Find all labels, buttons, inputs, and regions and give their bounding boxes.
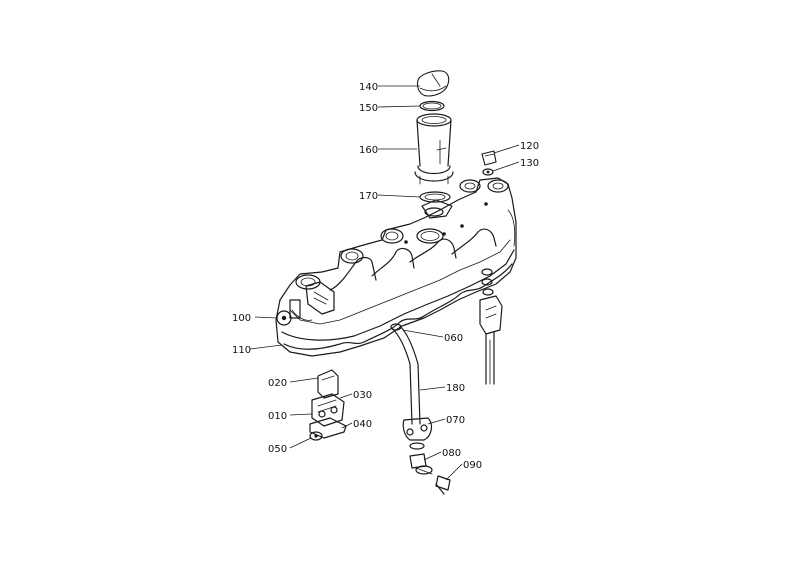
callout-040: 040 bbox=[353, 419, 372, 430]
right-end-bolt-stack bbox=[479, 268, 503, 385]
part-130-washer bbox=[482, 168, 494, 176]
callout-130: 130 bbox=[520, 158, 539, 169]
part-150-o-ring bbox=[419, 100, 445, 112]
callout-170: 170 bbox=[359, 191, 378, 202]
part-160-filler-pipe bbox=[414, 113, 454, 185]
callout-120: 120 bbox=[520, 141, 539, 152]
part-180-breather-hose bbox=[390, 323, 433, 441]
callout-150: 150 bbox=[359, 103, 378, 114]
part-080-hose-clamp bbox=[409, 453, 433, 475]
callout-020: 020 bbox=[268, 378, 287, 389]
callout-labels: 140 150 160 170 120 130 100 110 060 020 … bbox=[232, 82, 539, 471]
callout-060: 060 bbox=[444, 333, 463, 344]
callout-080: 080 bbox=[442, 448, 461, 459]
part-120-plug bbox=[481, 150, 497, 166]
part-050-nut bbox=[309, 431, 323, 441]
callout-160: 160 bbox=[359, 145, 378, 156]
callout-010: 010 bbox=[268, 411, 287, 422]
callout-100: 100 bbox=[232, 313, 251, 324]
part-090-bolt bbox=[435, 475, 451, 495]
part-040-plate bbox=[309, 417, 347, 439]
callout-140: 140 bbox=[359, 82, 378, 93]
leader-lines bbox=[249, 85, 520, 481]
part-140-oil-filler-cap bbox=[416, 70, 450, 97]
part-070-clamp bbox=[409, 442, 425, 450]
callout-090: 090 bbox=[463, 460, 482, 471]
callout-110: 110 bbox=[232, 345, 251, 356]
callout-050: 050 bbox=[268, 444, 287, 455]
callout-030: 030 bbox=[353, 390, 372, 401]
part-030-010-body bbox=[311, 393, 345, 427]
cylinder-head-cover bbox=[275, 177, 517, 357]
part-020-bracket bbox=[317, 369, 339, 399]
callout-070: 070 bbox=[446, 415, 465, 426]
callout-180: 180 bbox=[446, 383, 465, 394]
